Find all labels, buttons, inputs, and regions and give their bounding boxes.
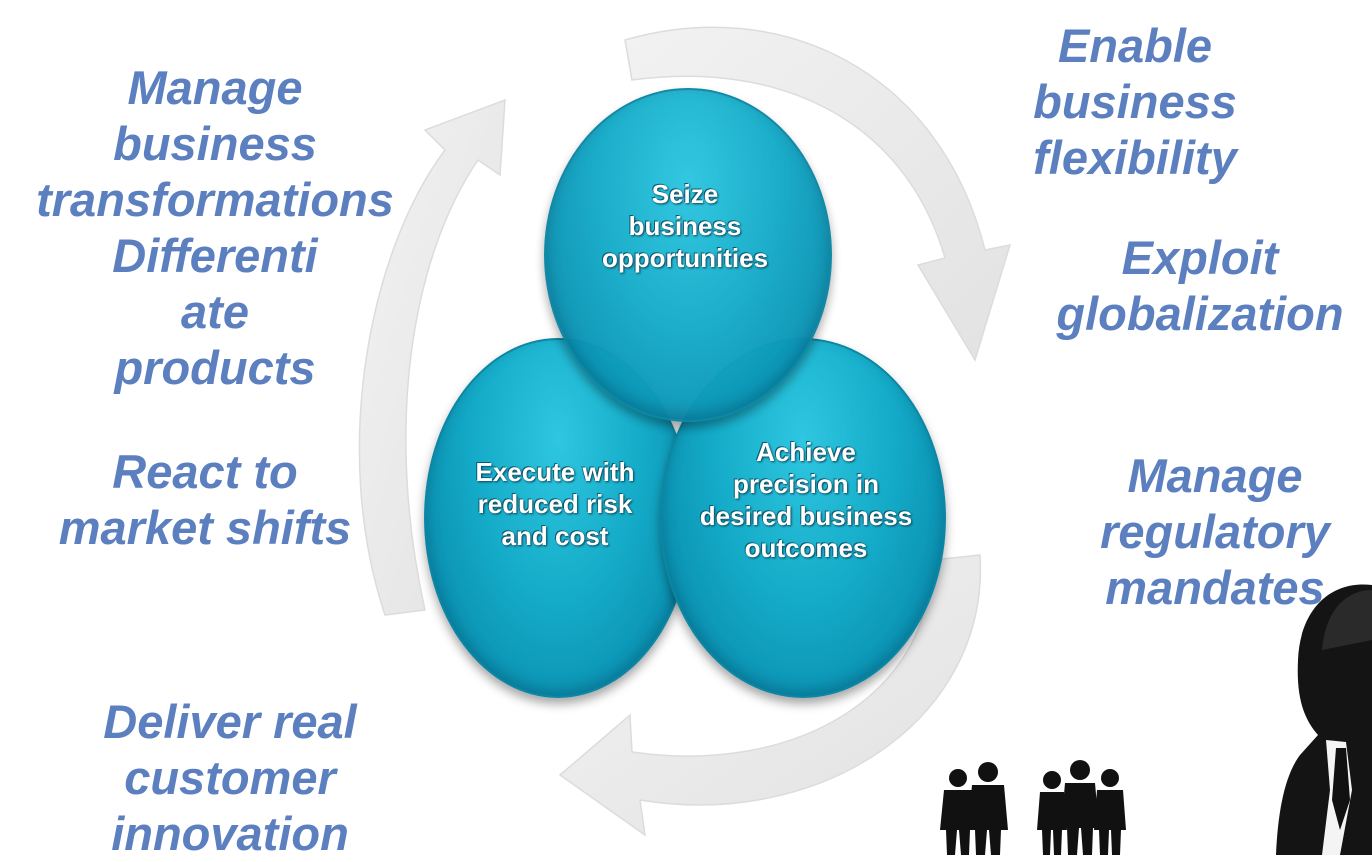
circle-left-text: Execute with reduced risk and cost	[475, 457, 635, 551]
label-exploit: Exploit globalization	[1056, 231, 1344, 340]
label-regulatory: Manage regulatory mandates	[1100, 449, 1330, 614]
businessman-silhouette-icon	[1276, 584, 1372, 855]
label-deliver: Deliver real customer innovation	[103, 695, 357, 860]
circle-top-text: Seize business opportunities	[601, 179, 769, 273]
label-differentiate: Differenti ate products	[112, 229, 318, 394]
circle-top	[544, 88, 832, 422]
cycle-arrow-bottom	[558, 554, 982, 837]
label-react: React to market shifts	[58, 445, 352, 554]
label-enable: Enable business flexibility	[1033, 19, 1237, 184]
label-manage-transformations: Manage business transformations	[36, 61, 394, 226]
circle-right-text: Achieve precision in desired business ou…	[699, 437, 913, 563]
cycle-arrow-left	[358, 98, 506, 616]
cycle-arrow-top-right	[624, 26, 1012, 362]
business-people-silhouette-icon	[940, 760, 1126, 855]
